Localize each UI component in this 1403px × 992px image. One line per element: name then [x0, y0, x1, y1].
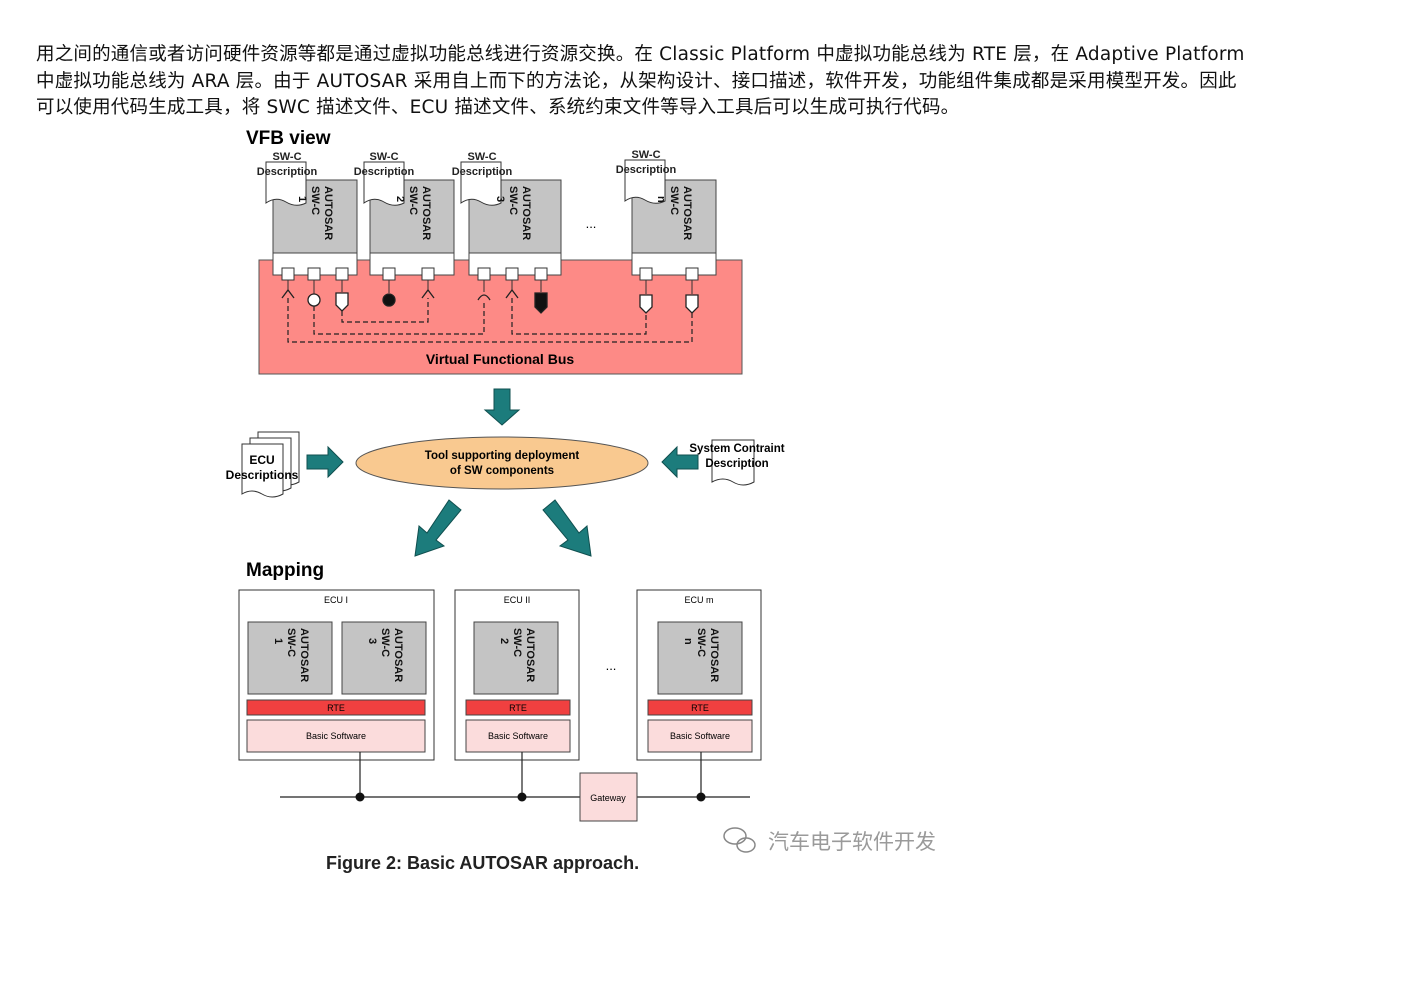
arrow-down-right-icon [542, 499, 592, 557]
swc-label: AUTOSAR [708, 628, 720, 682]
ellipsis: ... [586, 216, 597, 231]
swc-description-doc-icon [265, 161, 307, 206]
ellipsis: ... [606, 658, 617, 673]
swc-label: AUTOSAR [298, 628, 310, 682]
swc-desc-label: Description [616, 164, 677, 176]
swc-block-n [624, 159, 717, 276]
swc-desc-label: SW-C [631, 149, 660, 161]
swc-label: SW-C [511, 628, 523, 657]
paragraph-line-1: 用之间的通信或者访问硬件资源等都是通过虚拟功能总线进行资源交换。在 Classi… [36, 44, 1245, 65]
ecu-name: ECU m [685, 595, 714, 605]
rte-label: RTE [509, 703, 527, 713]
paragraph-line-3: 可以使用代码生成工具，将 SWC 描述文件、ECU 描述文件、系统约束文件等导入… [36, 97, 960, 118]
gateway-box [579, 772, 638, 822]
swc-label: SW-C [379, 628, 391, 657]
swc-desc-label: SW-C [467, 151, 496, 163]
ecu-name: ECU II [504, 595, 531, 605]
arrow-right-icon [306, 445, 344, 479]
swc-label: AUTOSAR [322, 186, 334, 240]
gateway-label: Gateway [590, 793, 626, 803]
rte-label: RTE [691, 703, 709, 713]
swc-desc-label: Description [354, 166, 415, 178]
sys-desc-label: Description [705, 458, 768, 470]
swc-description-doc-icon [363, 161, 405, 206]
swc-label: AUTOSAR [392, 628, 404, 682]
vfb-label: Virtual Functional Bus [426, 351, 575, 367]
arrow-down-left-icon [414, 499, 462, 557]
tool-label: of SW components [450, 465, 554, 477]
swc-desc-label: SW-C [272, 151, 301, 163]
ecu-name: ECU I [324, 595, 348, 605]
swc-label: SW-C [695, 628, 707, 657]
mapping-title: Mapping [246, 560, 324, 581]
swc-label: SW-C [507, 186, 519, 215]
swc-label: SW-C [309, 186, 321, 215]
swc-label: AUTOSAR [681, 186, 693, 240]
swc-label: AUTOSAR [524, 628, 536, 682]
swc-description-doc-icon [460, 161, 502, 206]
ecu-box-2: ECU II RTE Basic Software [454, 589, 580, 761]
body-paragraph: 用之间的通信或者访问硬件资源等都是通过虚拟功能总线进行资源交换。在 Classi… [36, 42, 1366, 122]
swc-description-doc-icon [624, 159, 666, 204]
swc-label: n [682, 638, 694, 645]
swc-label: SW-C [668, 186, 680, 215]
tool-label: Tool supporting deployment [425, 450, 580, 462]
swc-label: 3 [494, 196, 506, 202]
bsw-label: Basic Software [670, 731, 730, 741]
ecu-desc-label: Descriptions [226, 468, 299, 482]
ecu-box-m: ECU m RTE Basic Software [636, 589, 762, 761]
wechat-icon [723, 827, 756, 853]
rte-label: RTE [327, 703, 345, 713]
ecu-desc-label: ECU [249, 453, 274, 467]
swc-label: 2 [394, 196, 406, 202]
swc-label: 3 [366, 638, 378, 644]
tool-ellipse [355, 436, 649, 490]
swc-block-2 [363, 161, 455, 276]
sys-desc-label: System Contraint [689, 443, 784, 455]
ecu-box-1: ECU I RTE Basic Software [238, 589, 435, 761]
swc-block-3 [460, 161, 562, 276]
system-constraint-doc-icon [711, 439, 755, 486]
swc-label: SW-C [285, 628, 297, 657]
swc-label: AUTOSAR [420, 186, 432, 240]
swc-label: 2 [498, 638, 510, 644]
arrow-left-icon [661, 445, 699, 479]
swc-label: n [655, 196, 667, 203]
vfb-connections [287, 298, 693, 343]
swc-label: 1 [296, 196, 308, 202]
network-bus [280, 752, 750, 798]
swc-label: 1 [272, 638, 284, 644]
swc-desc-label: Description [257, 166, 318, 178]
vfb-view-title: VFB view [246, 128, 331, 149]
swc-block-1 [265, 161, 358, 276]
bsw-label: Basic Software [306, 731, 366, 741]
paragraph-line-2: 中虚拟功能总线为 ARA 层。由于 AUTOSAR 采用自上而下的方法论，从架构… [36, 70, 1237, 92]
swc-label: SW-C [407, 186, 419, 215]
arrow-down-icon [483, 388, 521, 426]
swc-desc-label: Description [452, 166, 513, 178]
figure-caption: Figure 2: Basic AUTOSAR approach. [326, 853, 639, 873]
ecu-descriptions-doc-icon [241, 431, 300, 498]
swc-label: AUTOSAR [520, 186, 532, 240]
watermark: 汽车电子软件开发 [768, 830, 936, 854]
bsw-label: Basic Software [488, 731, 548, 741]
swc-desc-label: SW-C [369, 151, 398, 163]
